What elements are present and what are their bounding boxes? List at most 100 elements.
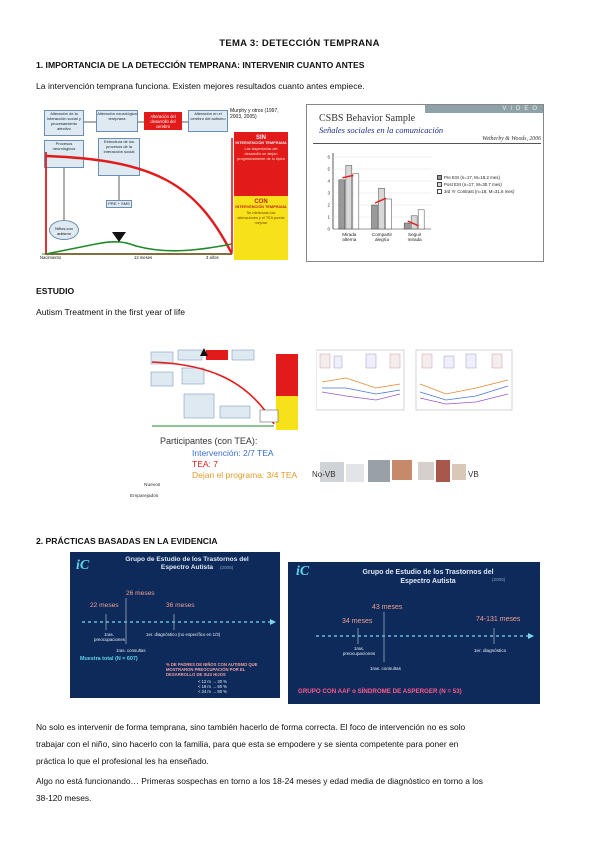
legend-label-control: 3rd Yr Contrast (n=18, M=31.6 mes)	[444, 189, 515, 194]
slide-1-timeline	[82, 598, 276, 644]
participants-dejan: Dejan el programa: 3/4 TEA	[192, 470, 298, 480]
sin-subtitle: INTERVENCIÓN TEMPRANA	[235, 141, 287, 145]
csbs-y-tick-label: 0	[327, 227, 330, 232]
slide-2-m43: 43 meses	[372, 604, 403, 611]
legend-item-pre: Pre ESI (n=17, M=18.2 mes)	[437, 175, 541, 180]
paragraph-2-line-1: Algo no está funcionando… Primeras sospe…	[36, 776, 483, 786]
csbs-citation: Wetherby & Woods, 2006	[482, 136, 541, 142]
study-diagram-curves	[150, 348, 298, 430]
slide-1-year: (2005)	[220, 565, 234, 570]
diagram-curves	[42, 121, 234, 255]
diagram-box-structure: Estructura de los procesos de la interac…	[98, 138, 140, 176]
section-1-heading: 1. IMPORTANCIA DE LA DETECCIÓN TEMPRANA:…	[36, 60, 365, 70]
csbs-category-label: mirada	[408, 237, 422, 242]
slide-1-percent-row-1: < 12 m → 30 %	[198, 679, 227, 684]
participants-intervencion: Intervención: 2/7 TEA	[192, 448, 274, 458]
slide-2-title: Grupo de Estudio de los Trastornos del E…	[362, 569, 494, 585]
slide-2-primer-diagnostico: 1er. diagnóstico	[474, 648, 507, 653]
csbs-bar-chart: 0123456MiradaalternaCompartiralegríaSegu…	[327, 153, 431, 242]
csbs-category-label: alterna	[342, 237, 356, 242]
slide-2-m34: 34 meses	[342, 618, 373, 625]
estudio-subtitle: Autism Treatment in the first year of li…	[36, 307, 186, 317]
section-1-intro: La intervención temprana funciona. Exist…	[36, 81, 365, 91]
slide-2-panel: iC Grupo de Estudio de los Trastornos de…	[288, 562, 540, 704]
csbs-bar	[417, 209, 425, 230]
slide-2-year: (2005)	[492, 577, 506, 582]
slide-2-primeras-preocupaciones: 1ras. preocupaciones	[342, 646, 376, 656]
sin-intervention-box: SIN INTERVENCIÓN TEMPRANA Las trayectori…	[234, 132, 288, 196]
con-title: CON	[254, 199, 268, 205]
csbs-category-label: Compartir	[372, 232, 393, 237]
diagram-box-processes: Procesos neurológicos	[44, 140, 84, 168]
figure-study-diagram	[148, 344, 300, 432]
figure-line-plots	[315, 344, 516, 424]
csbs-divider	[313, 143, 541, 144]
slide-1-primeras-preocupaciones: 1ras. preocupaciones	[94, 632, 126, 642]
paragraph-2-line-2: 38-120 meses.	[36, 793, 92, 803]
csbs-y-tick-label: 2	[327, 203, 330, 208]
csbs-bar	[385, 198, 392, 230]
label-nuevos: Nuevos	[144, 483, 161, 488]
diagram-box-brain: Alteración del desarrollo del cerebro	[144, 112, 182, 130]
participants-title: Participantes (con TEA):	[160, 436, 258, 446]
diagram-box-pre-sms: PRE + SMS	[106, 200, 132, 208]
figure-photos	[306, 430, 484, 490]
legend-item-control: 3rd Yr Contrast (n=18, M=31.6 mes)	[437, 189, 541, 194]
slide-1-primer-diagnostico: 1er. diagnóstico (no específico en 1/3)	[146, 632, 221, 637]
csbs-y-tick-label: 6	[327, 155, 330, 160]
video-banner: VIDEO	[425, 105, 543, 113]
csbs-category-label: alegría	[375, 237, 389, 242]
section-2-heading: 2. PRÁCTICAS BASADAS EN LA EVIDENCIA	[36, 536, 218, 546]
slide-1-percent-row-2: < 18 m → 60 %	[198, 684, 227, 689]
slide-1-primeras-consultas: 1ras. consultas	[116, 648, 146, 653]
con-text: Se minimizan las alteraciones y el TEA p…	[237, 211, 285, 225]
figure-development-diagram: Alteración de la interacción social y pr…	[36, 104, 298, 262]
slide-2-grupo: GRUPO CON AAF o SÍNDROME DE ASPERGER (N …	[298, 688, 462, 695]
diagram-citation: Murphy y otros (1997, 2003, 2005)	[230, 108, 279, 120]
legend-swatch-control	[437, 189, 442, 194]
slide-1-m22: 22 meses	[90, 602, 119, 609]
slide-2-primeras-consultas: 1ras. consultas	[370, 666, 401, 671]
label-no-vb: No-VB	[312, 470, 336, 479]
label-emparejados: Emparejados	[130, 494, 159, 499]
csbs-category-label: Seguir	[408, 232, 422, 237]
paragraph-1-line-1: No solo es intervenir de forma temprana,…	[36, 722, 466, 732]
con-intervention-box: CON INTERVENCIÓN TEMPRANA Se minimizan l…	[234, 196, 288, 260]
diagram-box-social: Alteración de la interacción social y pr…	[44, 110, 84, 136]
participants-tea: TEA: 7	[192, 459, 218, 469]
csbs-y-tick-label: 5	[327, 167, 330, 172]
csbs-bar	[345, 165, 353, 230]
legend-swatch-post	[437, 182, 442, 187]
slide-1-logo: iC	[76, 558, 90, 573]
estudio-heading: ESTUDIO	[36, 286, 75, 296]
diagram-box-autism: Alteración en el cerebro del autismo	[188, 110, 228, 132]
con-subtitle: INTERVENCIÓN TEMPRANA	[235, 205, 287, 209]
axis-3-years: 3 años	[206, 255, 219, 260]
axis-birth: Nacimiento	[40, 255, 61, 260]
legend-label-pre: Pre ESI (n=17, M=18.2 mes)	[444, 175, 500, 180]
csbs-trend-line	[374, 197, 387, 204]
slide-1-m36: 36 meses	[166, 602, 195, 609]
slide-1-title: Grupo de Estudio de los Trastornos del E…	[125, 556, 249, 571]
participants-panel: Participantes (con TEA): Intervención: 2…	[160, 436, 310, 516]
csbs-y-tick-label: 4	[327, 179, 330, 184]
line-plots-panel	[315, 349, 513, 411]
slide-2-m74: 74-131 meses	[476, 616, 521, 623]
paragraph-1-line-3: práctica lo que el profesional les ha en…	[36, 756, 209, 766]
legend-swatch-pre	[437, 175, 442, 180]
csbs-bar	[371, 204, 378, 230]
csbs-trend-line	[342, 174, 354, 179]
sin-text: Las trayectorias del desarrollo se aleja…	[237, 147, 285, 161]
paragraph-1-line-2: trabajar con el niño, sino hacerlo con l…	[36, 739, 459, 749]
csbs-category-label: Mirada	[342, 232, 356, 237]
csbs-subtitle: Señales sociales en la comunicación	[319, 125, 444, 135]
slide-1-muestra: Muestra total (N = 607)	[80, 656, 138, 662]
slide-2-logo: iC	[296, 564, 310, 579]
legend-item-post: Post ESI (n=17, M=30.7 mes)	[437, 182, 541, 187]
csbs-bar	[403, 222, 411, 230]
slide-1-percent-row-3: < 24 m → 80 %	[198, 689, 227, 694]
csbs-bar	[338, 179, 346, 230]
label-vb: VB	[468, 470, 479, 479]
csbs-y-tick-label: 3	[327, 191, 330, 196]
csbs-bar	[378, 187, 385, 230]
